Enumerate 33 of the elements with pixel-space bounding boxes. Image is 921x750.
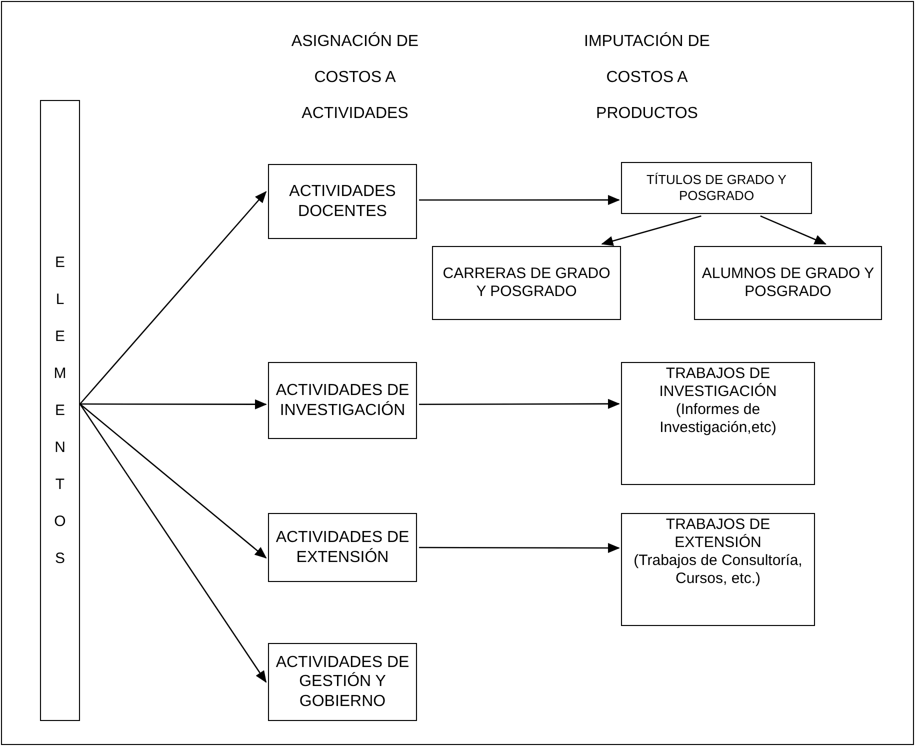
process-box <box>268 164 417 239</box>
process-box <box>621 162 812 214</box>
process-box <box>621 362 815 485</box>
process-box <box>268 513 417 582</box>
arrow <box>601 215 702 246</box>
process-box <box>621 513 815 626</box>
box-note: (Trabajos de Consultoría, Cursos, etc.) <box>632 552 804 588</box>
box-note: (Informes de Investigación,etc) <box>658 401 778 437</box>
arrow <box>419 398 620 409</box>
arrow <box>80 404 267 558</box>
arrow <box>80 399 267 410</box>
box-label: ACTIVIDADES DE INVESTIGACIÓN <box>274 381 410 420</box>
box-label: TÍTULOS DE GRADO Y POSGRADO <box>646 172 788 204</box>
arrow <box>760 215 827 245</box>
process-box <box>432 246 621 320</box>
box-label: ACTIVIDADES DE GESTIÓN Y GOBIERNO <box>274 653 410 711</box>
process-box <box>268 362 417 439</box>
box-label: TRABAJOS DE EXTENSIÓN <box>664 516 772 552</box>
column-heading: ASIGNACIÓN DE COSTOS A ACTIVIDADES <box>290 31 420 124</box>
arrow <box>79 404 267 683</box>
process-box <box>268 643 417 721</box>
box-label: ACTIVIDADES DE EXTENSIÓN <box>274 528 410 567</box>
arrow <box>419 194 620 205</box>
process-box <box>694 246 882 320</box>
arrow <box>80 191 267 404</box>
box-label: CARRERAS DE GRADO Y POSGRADO <box>442 265 612 301</box>
arrow <box>419 543 620 553</box>
box-label: TRABAJOS DE INVESTIGACIÓN <box>658 365 778 401</box>
column-heading: IMPUTACIÓN DE COSTOS A PRODUCTOS <box>583 31 711 124</box>
box-label: ACTIVIDADES DOCENTES <box>288 182 397 221</box>
vertical-box <box>40 100 80 721</box>
box-label: ALUMNOS DE GRADO Y POSGRADO <box>700 265 876 301</box>
box-label: ELEMENTOS <box>52 253 68 569</box>
